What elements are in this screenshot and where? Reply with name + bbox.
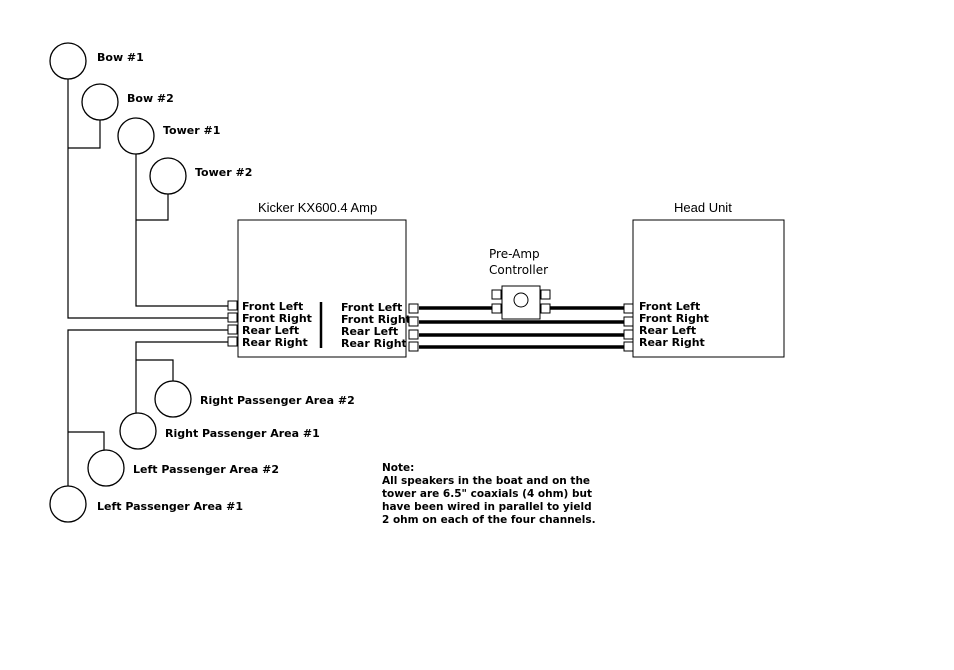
head-unit-terminal bbox=[623, 341, 634, 352]
head-out-rear-left: Rear Left bbox=[639, 324, 696, 337]
preamp-knob-icon bbox=[513, 292, 529, 308]
note-block: Note: All speakers in the boat and on th… bbox=[382, 462, 612, 527]
head-unit-terminal bbox=[623, 329, 634, 340]
amp-out-rear-right: Rear Right bbox=[242, 336, 308, 349]
speaker-rpa1-icon bbox=[119, 412, 157, 450]
speaker-lpa2-icon bbox=[87, 449, 125, 487]
speaker-rpa2-icon bbox=[154, 380, 192, 418]
preamp-jack bbox=[491, 303, 502, 314]
speaker-rpa1-label: Right Passenger Area #1 bbox=[165, 427, 320, 440]
amp-in-front-right: Front Right bbox=[341, 313, 411, 326]
head-unit-terminal bbox=[623, 316, 634, 327]
amp-in-terminal bbox=[408, 303, 419, 314]
speaker-lpa2-label: Left Passenger Area #2 bbox=[133, 463, 279, 476]
preamp-title-line1: Pre-Amp bbox=[489, 247, 540, 261]
speaker-lpa1-icon bbox=[49, 485, 87, 523]
upper-speaker-wiring bbox=[67, 79, 233, 319]
amp-in-terminal bbox=[408, 316, 419, 327]
amp-out-rear-left: Rear Left bbox=[242, 324, 299, 337]
speaker-tower1-icon bbox=[117, 117, 155, 155]
speaker-rpa2-label: Right Passenger Area #2 bbox=[200, 394, 355, 407]
note-line: 2 ohm on each of the four channels. bbox=[382, 514, 596, 526]
speaker-tower1-label: Tower #1 bbox=[163, 124, 220, 137]
head-out-rear-right: Rear Right bbox=[639, 336, 705, 349]
preamp-title-line2: Controller bbox=[489, 263, 548, 277]
lower-speaker-wiring bbox=[67, 329, 233, 487]
speaker-bow1-label: Bow #1 bbox=[97, 51, 144, 64]
amp-in-terminal bbox=[408, 341, 419, 352]
amp-in-rear-right: Rear Right bbox=[341, 337, 407, 350]
amp-out-terminal bbox=[227, 324, 238, 335]
speaker-lpa1-label: Left Passenger Area #1 bbox=[97, 500, 243, 513]
head-unit-terminals bbox=[623, 303, 634, 352]
speaker-tower2-icon bbox=[149, 157, 187, 195]
amp-out-terminal bbox=[227, 300, 238, 311]
amp-in-terminal bbox=[408, 329, 419, 340]
head-out-front-left: Front Left bbox=[639, 300, 700, 313]
speaker-bow2-label: Bow #2 bbox=[127, 92, 174, 105]
amp-output-terminals bbox=[227, 300, 238, 347]
preamp-jack bbox=[540, 303, 551, 314]
speaker-tower2-label: Tower #2 bbox=[195, 166, 252, 179]
note-line: have been wired in parallel to yield bbox=[382, 501, 592, 513]
note-line: All speakers in the boat and on the bbox=[382, 475, 591, 487]
speaker-bow2-icon bbox=[81, 83, 119, 121]
head-unit-terminal bbox=[623, 303, 634, 314]
note-line: tower are 6.5" coaxials (4 ohm) but bbox=[382, 488, 592, 500]
speaker-bow1-icon bbox=[49, 42, 87, 80]
amp-input-terminals bbox=[408, 303, 419, 352]
amp-out-terminal bbox=[227, 312, 238, 323]
amp-out-terminal bbox=[227, 336, 238, 347]
head-unit-box bbox=[632, 219, 785, 358]
amp-in-front-left: Front Left bbox=[341, 301, 402, 314]
note-heading: Note: bbox=[382, 462, 415, 474]
amp-out-front-right: Front Right bbox=[242, 312, 312, 325]
head-out-front-right: Front Right bbox=[639, 312, 709, 325]
preamp-controller bbox=[491, 285, 551, 320]
amp-in-rear-left: Rear Left bbox=[341, 325, 398, 338]
preamp-jack bbox=[540, 289, 551, 300]
amp-title: Kicker KX600.4 Amp bbox=[258, 200, 377, 215]
amp-out-front-left: Front Left bbox=[242, 300, 303, 313]
rca-cables bbox=[419, 306, 624, 349]
head-unit-title: Head Unit bbox=[674, 200, 732, 215]
preamp-jack bbox=[491, 289, 502, 300]
